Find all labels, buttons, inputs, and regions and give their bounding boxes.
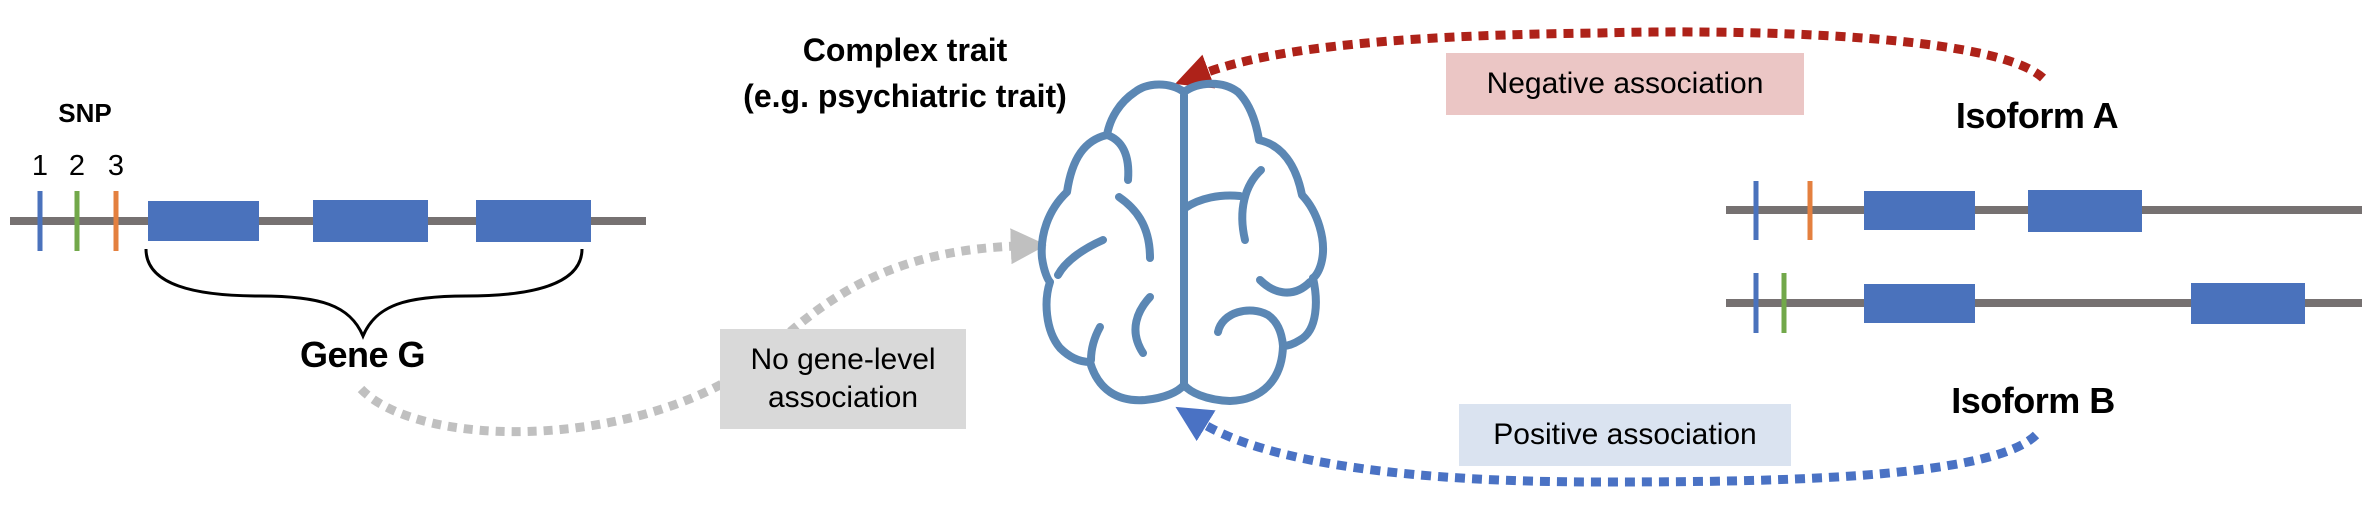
brain-right-outline	[1180, 79, 1327, 405]
brain-fold	[1256, 276, 1314, 297]
no-association-line1: No gene-level	[750, 343, 936, 376]
positive-association-text: Positive association	[1493, 418, 1757, 451]
negative-association-text: Negative association	[1486, 67, 1764, 100]
trait-title-line2: (e.g. psychiatric trait)	[743, 78, 1067, 114]
brain-fold	[1103, 131, 1133, 184]
gene-exon-2	[313, 200, 428, 242]
isoform-a-label: Isoform A	[1955, 95, 2119, 136]
snp-number-2: 2	[68, 150, 86, 182]
gene-exon-1	[148, 201, 259, 241]
isoform-a-exon-1	[1864, 191, 1975, 230]
gene-exon-3	[476, 200, 591, 242]
gene-g-track	[10, 191, 646, 340]
no-association-line2: association	[767, 381, 919, 414]
isoform-b-track	[1726, 273, 2362, 333]
isoform-b-exon-1	[1864, 284, 1975, 323]
brain-fold	[1115, 193, 1154, 262]
gene-label: Gene G	[299, 334, 426, 375]
positive-association-arrow	[1175, 406, 2040, 487]
brain-left-outline	[1037, 80, 1188, 405]
snp-title: SNP	[58, 98, 112, 128]
snp-number-3: 3	[107, 150, 125, 182]
no-association-label: No gene-level association	[720, 329, 966, 429]
trait-title: Complex trait (e.g. psychiatric trait)	[690, 27, 1120, 119]
isoform-a-track	[1726, 181, 2362, 240]
positive-association-label: Positive association	[1459, 404, 1791, 466]
brain-fold	[1214, 306, 1287, 350]
brain-fold	[1087, 323, 1104, 364]
snp-number-1: 1	[31, 150, 49, 182]
isoform-b-exon-3	[2191, 283, 2305, 324]
brain-fold	[1238, 166, 1265, 244]
brain-icon	[1037, 79, 1327, 405]
negative-association-arrow	[1175, 27, 2047, 89]
gene-brace	[144, 248, 584, 340]
negative-association-label: Negative association	[1446, 53, 1804, 115]
trait-title-line1: Complex trait	[802, 32, 1008, 68]
brain-fold	[1054, 236, 1107, 279]
brain-fold	[1131, 293, 1154, 357]
isoform-a-exon-2	[2028, 190, 2142, 232]
isoform-b-label: Isoform B	[1951, 380, 2115, 421]
brain-fold	[1181, 191, 1244, 212]
